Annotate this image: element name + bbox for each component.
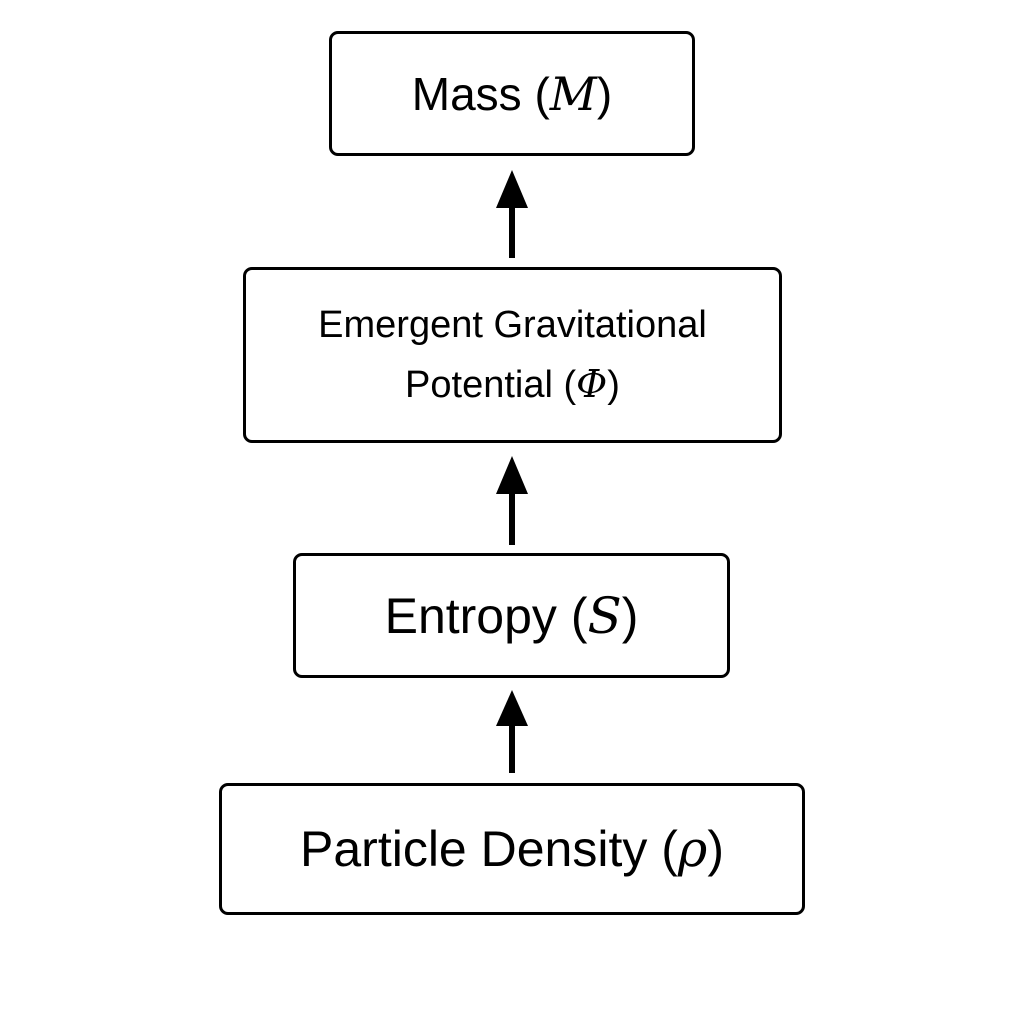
mass-symbol: M [549,66,597,121]
node-entropy: Entropy (S) [293,553,730,678]
node-potential: Emergent Gravitational Potential (Φ) [243,267,782,443]
node-potential-label-line2: Potential (Φ) [405,355,620,415]
node-mass-label: Mass (M) [412,67,612,121]
arrow-entropy-to-potential [496,456,528,545]
node-entropy-label: Entropy (S) [385,587,639,645]
arrow-density-to-entropy [496,690,528,773]
mass-label-close: ) [596,67,613,120]
node-potential-label-line1: Emergent Gravitational [318,303,707,346]
node-density: Particle Density (ρ) [219,783,805,915]
arrow-potential-to-mass [496,170,528,258]
potential-label-text: Potential ( [405,363,577,406]
density-label-close: ) [707,821,724,877]
density-symbol: ρ [677,820,708,878]
entropy-symbol: S [587,586,622,645]
potential-label-close: ) [607,363,620,406]
node-mass: Mass (M) [329,31,695,156]
potential-symbol: Φ [576,361,608,406]
node-density-label: Particle Density (ρ) [300,820,724,878]
mass-label-text: Mass ( [411,67,550,120]
entropy-label-close: ) [621,587,639,644]
density-label-text: Particle Density ( [300,821,678,877]
entropy-label-text: Entropy ( [384,587,588,644]
